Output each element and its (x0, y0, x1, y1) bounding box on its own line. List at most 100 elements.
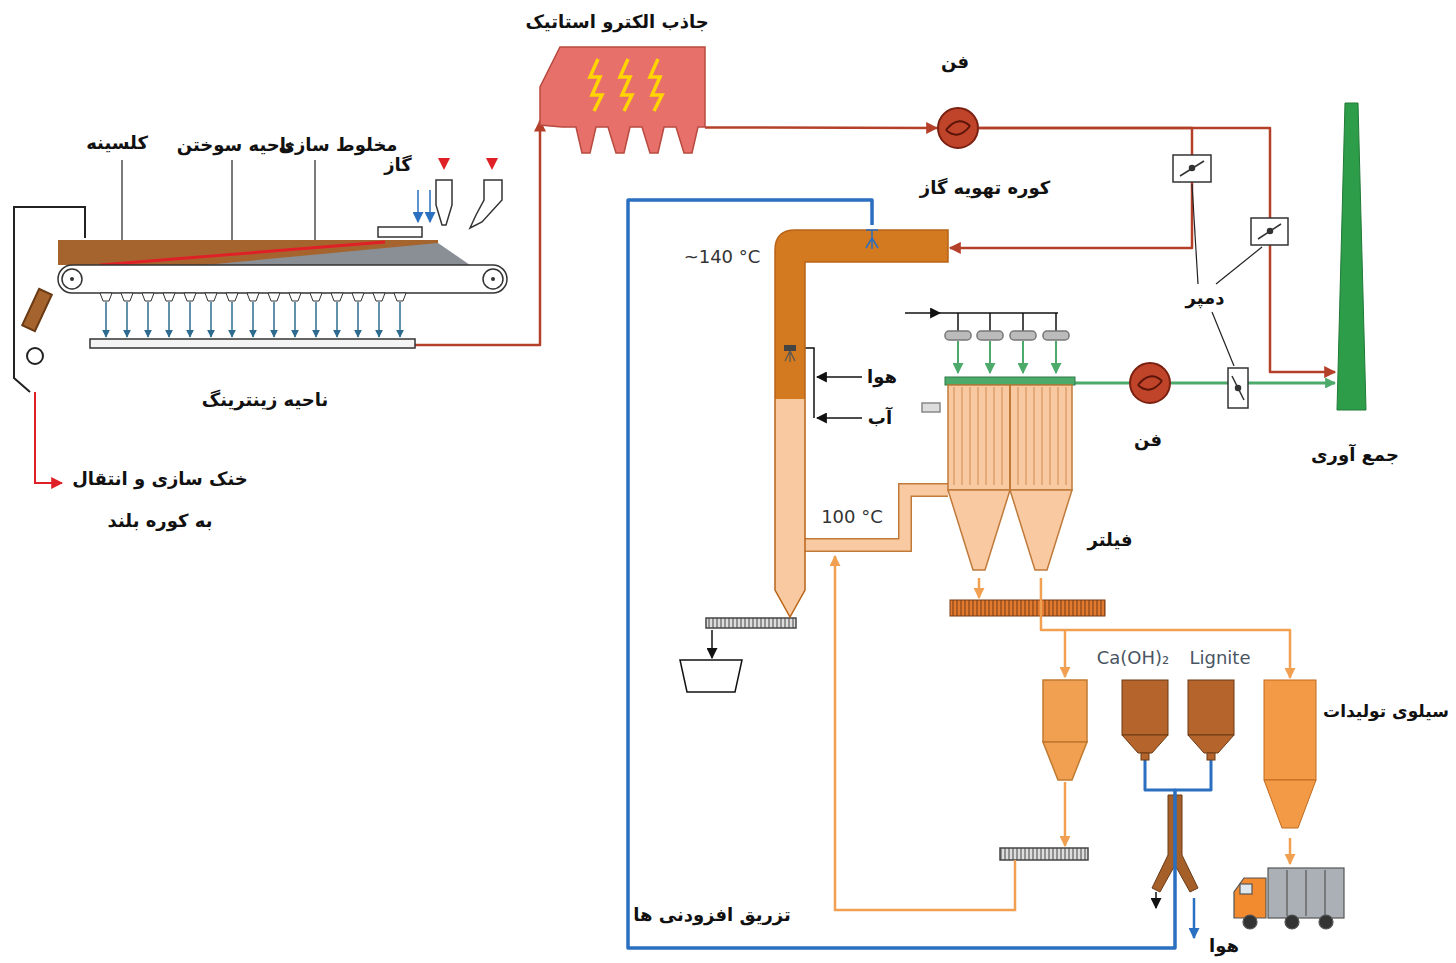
silo-body (1188, 680, 1234, 735)
filter-bag (1002, 387, 1003, 485)
leader-line (122, 160, 315, 254)
reactor-duct: ~140 °C (770, 225, 950, 620)
callout-label: گاز (384, 154, 412, 177)
discharge-end (22, 289, 52, 331)
suction-arrow (273, 302, 275, 337)
gas-collector (90, 339, 415, 348)
wind-box (394, 293, 406, 301)
bag-filter: فیلتر (940, 375, 1080, 578)
reactor-body (775, 230, 948, 617)
filter-bag (1058, 387, 1059, 485)
filter-manifold (1022, 313, 1024, 331)
filter-manifold (922, 403, 940, 412)
suction-arrow (168, 302, 170, 337)
node-label: فن (941, 51, 969, 74)
duct-wall (805, 490, 948, 545)
recycle-silo (835, 545, 1088, 910)
feed-hopper (436, 180, 452, 225)
filter-manifold (1055, 341, 1057, 373)
node-label: کوره تهویه گاز (920, 177, 1050, 200)
additive-silo-shape (1120, 678, 1170, 760)
damper-symbol (1236, 386, 1241, 391)
callout-label: خنک سازی و انتقال به کوره بلند (68, 458, 253, 542)
suction-arrow (315, 302, 317, 337)
reactor-discharge (680, 660, 742, 692)
node-label: Ca(OH)₂ (1097, 647, 1170, 670)
suction-arrow (105, 302, 107, 337)
connector-line (1171, 381, 1335, 384)
additive-silo-shape (1186, 678, 1236, 760)
damper-symbol (1173, 155, 1211, 182)
connector (1171, 382, 1335, 383)
feed-hopper (436, 158, 502, 228)
connector (979, 128, 1335, 372)
wind-box (352, 293, 364, 301)
filter-hopper (1010, 490, 1072, 570)
silo-outlet (1141, 753, 1149, 760)
filter-bag (994, 387, 995, 485)
silo-body (1264, 680, 1316, 780)
wind-box (142, 293, 154, 301)
leader-line (1212, 312, 1234, 366)
suction-arrow (399, 302, 401, 337)
fan-impeller (1138, 376, 1162, 389)
wind-box (268, 293, 280, 301)
bag-filter-shape (940, 375, 1080, 578)
connector-line (705, 126, 937, 129)
fan-shape (937, 107, 979, 149)
additive-mixer (1155, 892, 1157, 908)
wind-box (100, 293, 112, 301)
callout-label: آب (868, 407, 892, 430)
filter-bag (1050, 387, 1051, 485)
callout-label: هوا (867, 366, 897, 389)
pulley (62, 269, 82, 289)
product-silo-shape (1262, 678, 1318, 836)
connector (805, 490, 948, 545)
product-silo: سیلوی تولیدات (1262, 678, 1318, 836)
precipitator-body (540, 47, 705, 153)
dust-conveyor (950, 600, 1105, 616)
silo-cone (1188, 735, 1234, 753)
truck (1305, 870, 1306, 916)
discharge-end (35, 392, 62, 483)
air-water-feed (817, 417, 862, 419)
truck (1286, 870, 1287, 916)
node-label: ناحیه زینترینگ (202, 389, 329, 412)
suction-arrow (294, 302, 296, 337)
wind-box (184, 293, 196, 301)
filter-manifold (989, 313, 991, 331)
reactor-discharge (706, 618, 796, 628)
additive-silo: Ca(OH)₂ (1120, 678, 1170, 760)
flame-front (100, 242, 385, 265)
connector-line (628, 200, 1211, 948)
filter-manifold (1022, 341, 1024, 373)
connector (1075, 383, 1129, 384)
recycle-silo (835, 556, 1015, 910)
electrostatic-precipitator: جاذب الکترو استاتیک (540, 45, 705, 158)
suction-arrow (378, 302, 380, 337)
filter-bag (1042, 387, 1043, 485)
filter-divider (1009, 385, 1011, 490)
gas-inlet (429, 190, 431, 222)
node-label: جاذب الکترو استاتیک (525, 11, 708, 34)
node-label: ~140 °C (684, 246, 761, 269)
filter-manifold (1055, 313, 1057, 331)
connector (628, 200, 1175, 948)
wind-box (205, 293, 217, 301)
filter-bag (1026, 387, 1027, 485)
damper-symbol (1251, 218, 1288, 245)
leader-line (1192, 184, 1198, 284)
discharge-bolt (620, 59, 632, 111)
fan-shape (1129, 362, 1171, 404)
wind-box (289, 293, 301, 301)
stack-body (1337, 103, 1366, 410)
connector (628, 200, 1211, 948)
suction-arrow (210, 302, 212, 337)
sinter-strand-shape (55, 235, 510, 352)
connector-line (979, 128, 1335, 372)
connector-line (628, 200, 1175, 948)
pulley-axle (491, 277, 495, 281)
leader-line (1216, 247, 1262, 284)
belt (58, 265, 507, 293)
wind-box (310, 293, 322, 301)
